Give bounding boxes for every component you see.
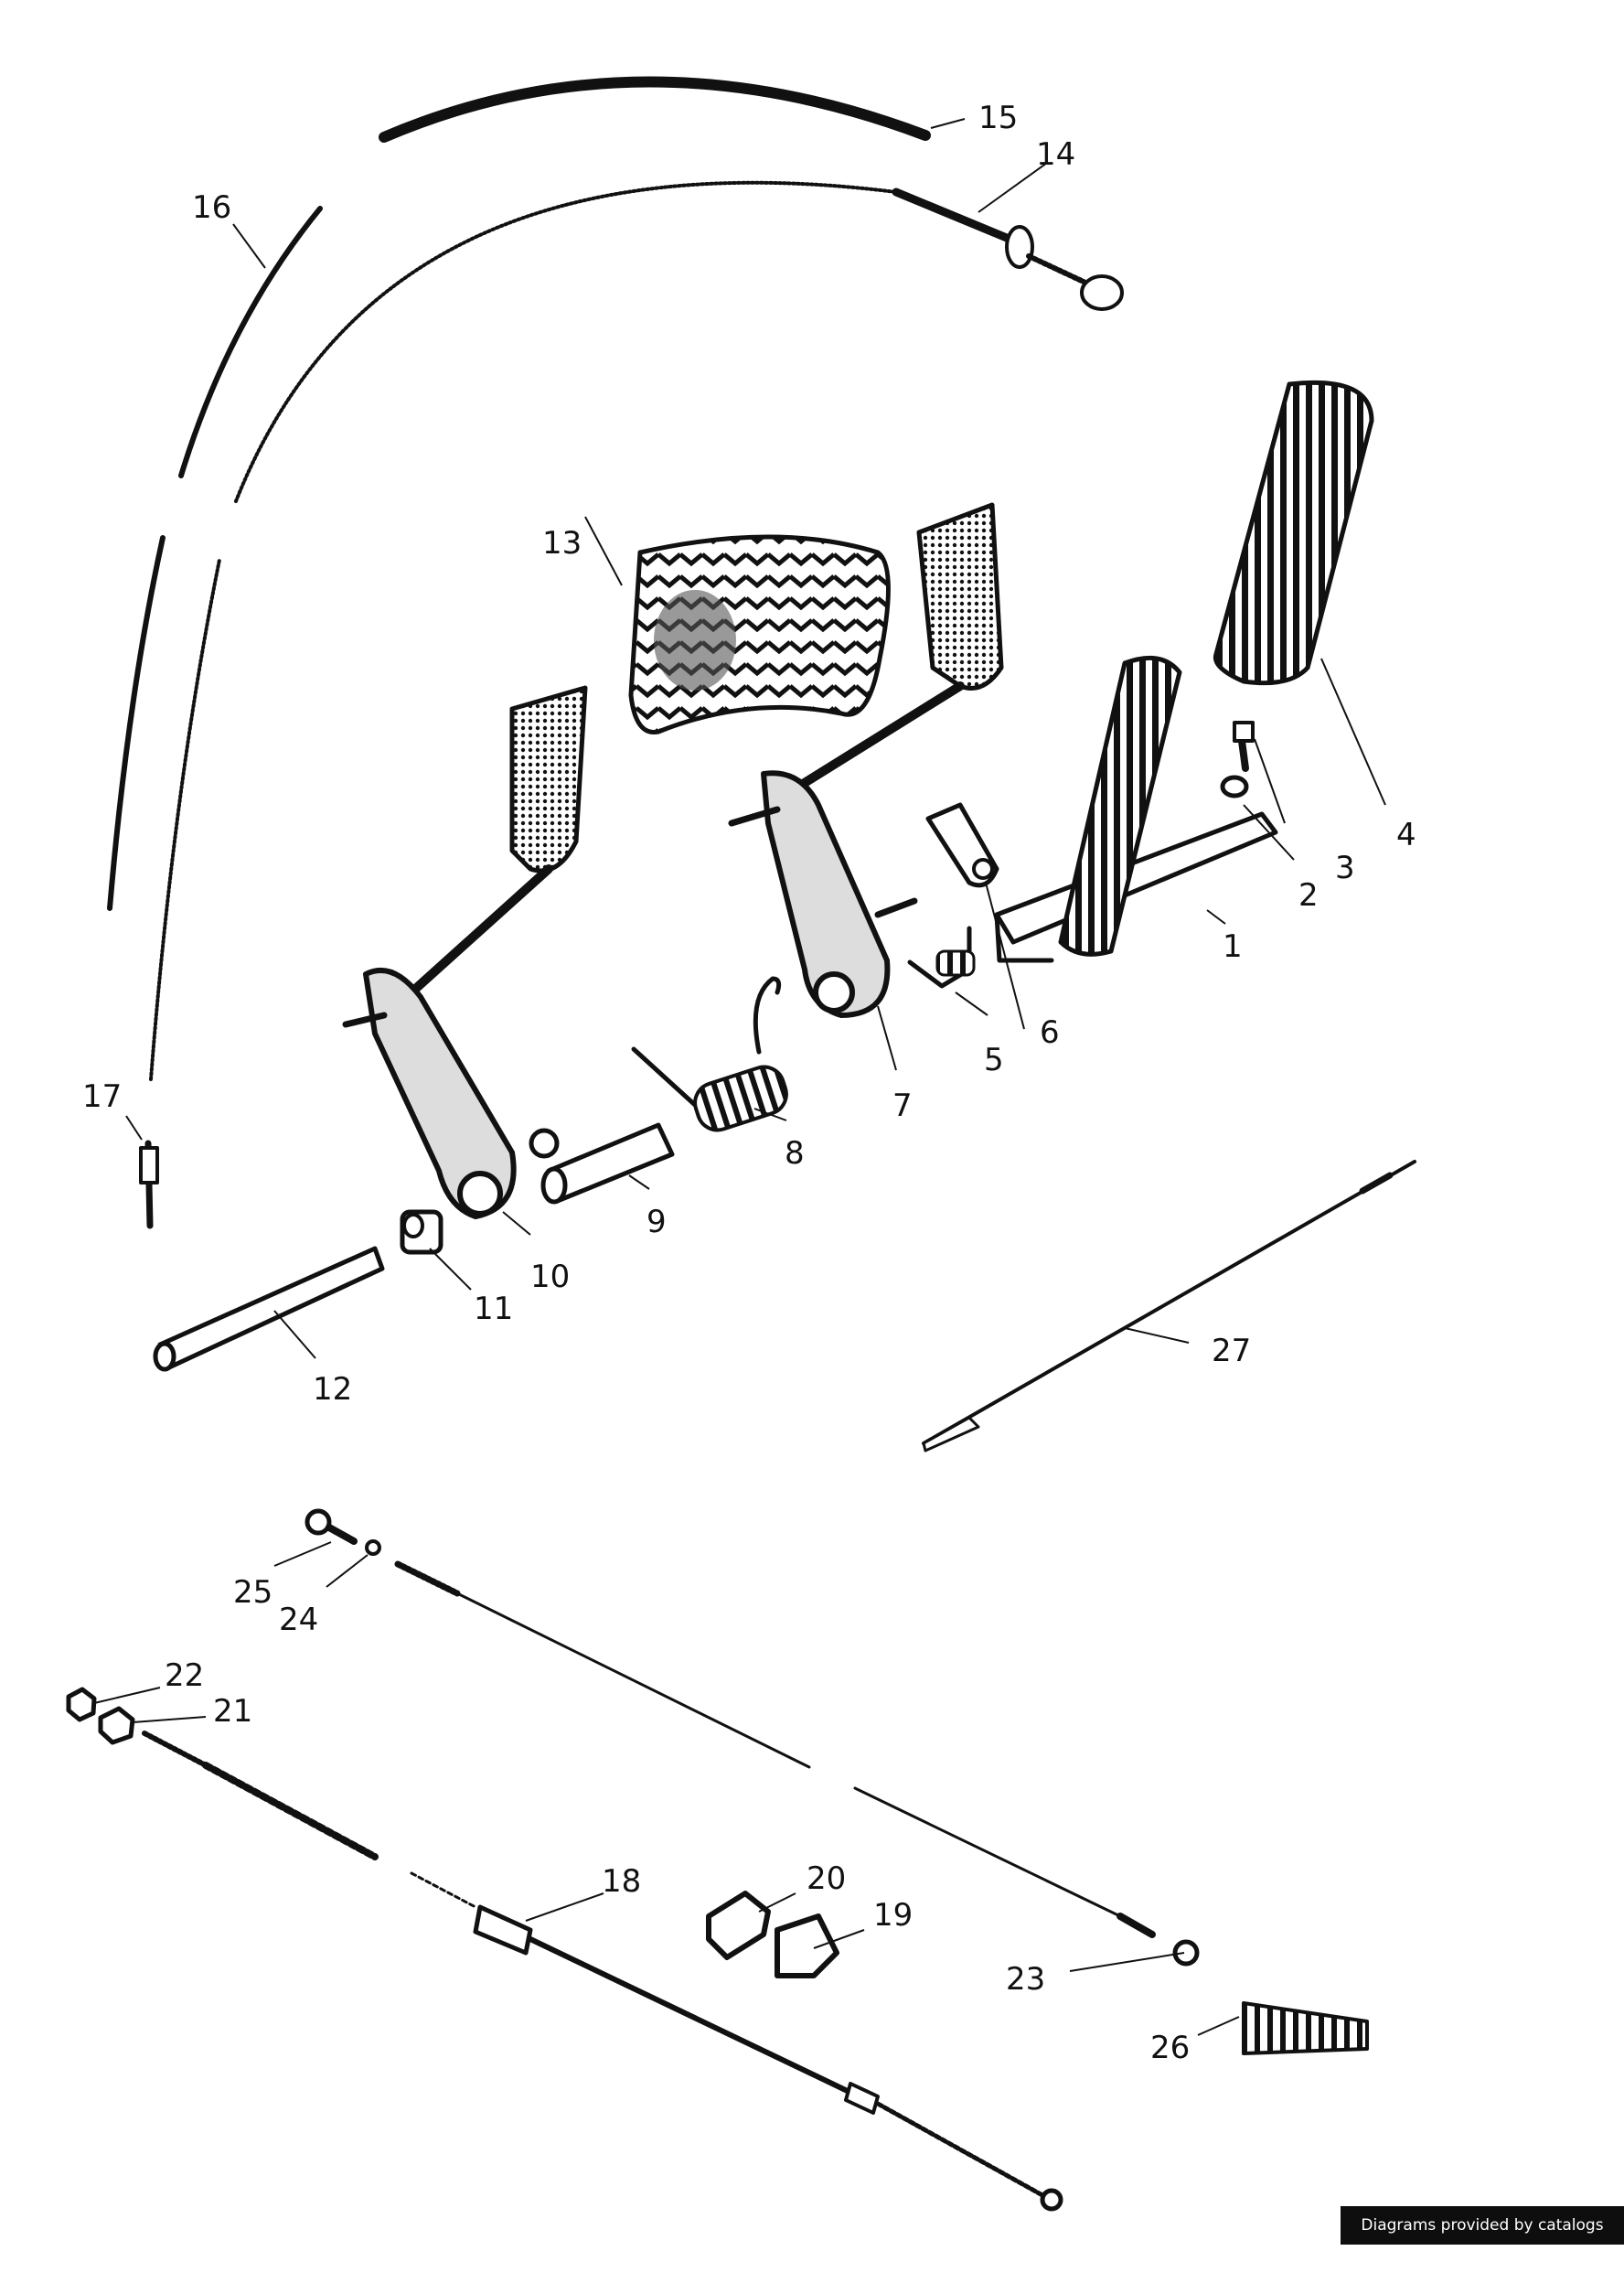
part-13-pedal-pad bbox=[628, 534, 891, 734]
label-4: 4 bbox=[1396, 817, 1416, 853]
part-25-eye bbox=[304, 1508, 358, 1545]
part-22-nut bbox=[66, 1687, 97, 1722]
part-9-tube bbox=[540, 1122, 675, 1205]
label-14: 14 bbox=[1036, 136, 1075, 173]
part-19-cap-nut bbox=[775, 1913, 839, 1978]
label-22: 22 bbox=[165, 1657, 204, 1694]
part-18-cable bbox=[142, 1731, 1063, 2212]
label-8: 8 bbox=[785, 1135, 805, 1172]
part-23-cable bbox=[394, 1560, 1200, 1967]
label-7: 7 bbox=[892, 1088, 913, 1124]
part-14-cable bbox=[234, 180, 898, 503]
label-27: 27 bbox=[1212, 1333, 1251, 1369]
label-26: 26 bbox=[1150, 2030, 1190, 2066]
label-10: 10 bbox=[530, 1259, 570, 1295]
part-4-pedal-rubber bbox=[1213, 380, 1374, 686]
part-7-pedal-arm bbox=[728, 502, 1004, 1018]
part-10-pedal-arm bbox=[342, 685, 588, 1219]
part-6-clamp bbox=[925, 802, 999, 888]
label-19: 19 bbox=[873, 1897, 913, 1934]
part-number-labels: 1 2 3 4 5 6 7 8 9 10 11 12 13 14 15 16 1… bbox=[82, 100, 1416, 2066]
label-24: 24 bbox=[279, 1602, 318, 1638]
label-13: 13 bbox=[542, 525, 582, 562]
part-12-shaft bbox=[153, 1246, 385, 1372]
part-27-rod bbox=[922, 1160, 1416, 1452]
part-15-sheath bbox=[379, 76, 931, 143]
part-14-knob bbox=[1005, 225, 1124, 311]
label-16: 16 bbox=[192, 189, 231, 226]
label-21: 21 bbox=[213, 1693, 252, 1730]
part-16-tube bbox=[178, 206, 323, 478]
label-18: 18 bbox=[602, 1863, 641, 1900]
label-9: 9 bbox=[646, 1204, 667, 1240]
label-25: 25 bbox=[233, 1574, 272, 1611]
part-11-bushing bbox=[400, 1209, 443, 1255]
label-1: 1 bbox=[1223, 928, 1243, 965]
label-3: 3 bbox=[1335, 850, 1355, 886]
accelerator-pedal bbox=[1058, 655, 1182, 957]
credit-banner: Diagrams provided by catalogs parts bbox=[1341, 2206, 1624, 2273]
label-17: 17 bbox=[82, 1078, 122, 1115]
label-12: 12 bbox=[313, 1371, 352, 1408]
label-5: 5 bbox=[984, 1042, 1004, 1078]
label-20: 20 bbox=[807, 1860, 846, 1897]
label-23: 23 bbox=[1006, 1961, 1045, 1998]
label-11: 11 bbox=[474, 1291, 513, 1327]
label-15: 15 bbox=[978, 100, 1018, 136]
part-3-bolt bbox=[1233, 721, 1255, 772]
part-26-spring bbox=[1242, 2001, 1369, 2055]
part-24-nut bbox=[365, 1539, 381, 1556]
part-2-washer bbox=[1220, 775, 1249, 799]
part-5-spring bbox=[907, 926, 976, 989]
part-17-pin bbox=[139, 1140, 159, 1229]
part-21-nut bbox=[98, 1706, 135, 1745]
part-20-nut bbox=[706, 1891, 771, 1960]
label-2: 2 bbox=[1298, 877, 1319, 914]
part-8-spring bbox=[631, 976, 788, 1132]
label-6: 6 bbox=[1040, 1014, 1060, 1051]
